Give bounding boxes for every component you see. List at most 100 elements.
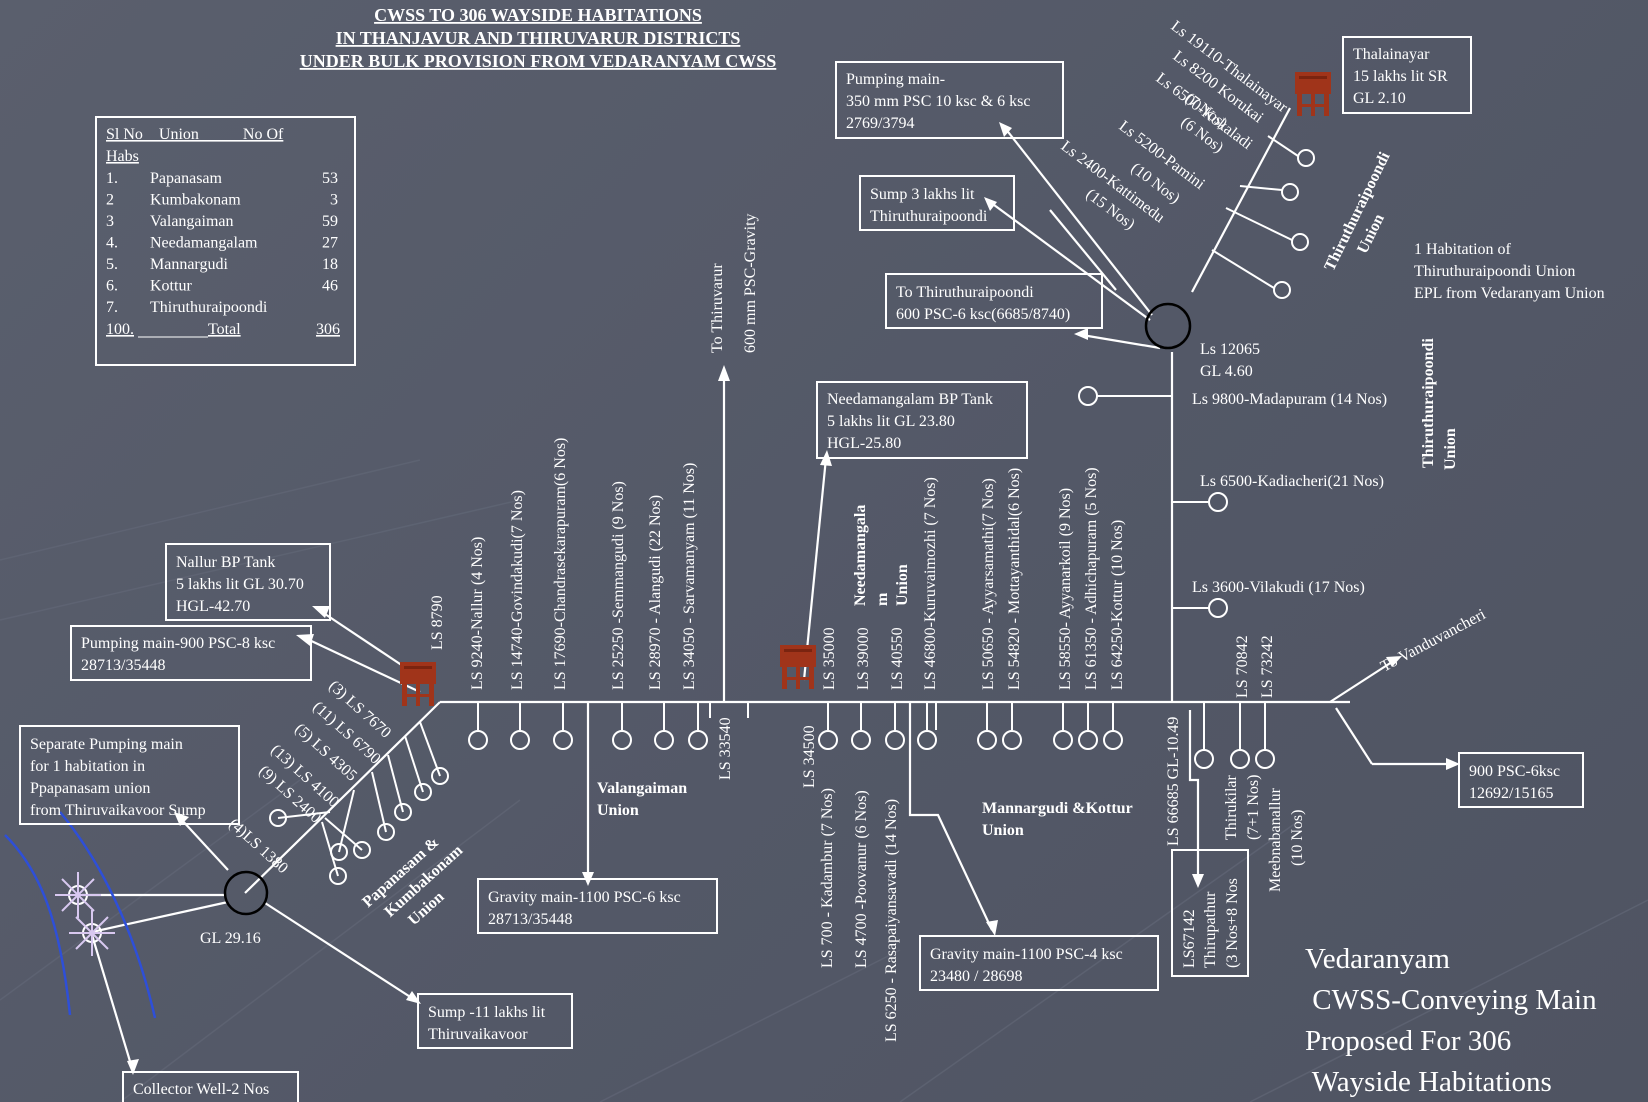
- table-cell-union: Kottur: [150, 278, 192, 295]
- arrow-collector: [127, 1059, 139, 1075]
- table-cell-union: Papanasam: [150, 170, 223, 187]
- ls8790-label: LS 8790: [429, 595, 446, 650]
- table-total-sl: 100.: [106, 321, 134, 338]
- branch-stub: [1172, 492, 1228, 512]
- arrow-thirupathur: [1192, 874, 1204, 888]
- thiru-union-label-2: Thiruthuraipoondi Union: [1420, 338, 1459, 470]
- svg-text:Sump -11 lakhs lit: Sump -11 lakhs lit: [428, 1004, 546, 1021]
- diagonal-stubs: [269, 721, 449, 885]
- gl460-label: GL 4.60: [1200, 363, 1253, 380]
- background-decoration: [0, 459, 1648, 1102]
- box-to-thiruthuraipoondi: To Thiruthuraipoondi 600 PSC-6 ksc(6685/…: [885, 273, 1103, 329]
- main-branch-label: LS 17690-Chandrasekarapuram(6 Nos): [552, 438, 569, 690]
- branch-stub: [885, 702, 905, 750]
- valangaiman-union-label-2: Union: [597, 802, 639, 819]
- svg-text:5 lakhs lit GL 30.70: 5 lakhs lit GL 30.70: [176, 576, 304, 593]
- table-cell-habs: 27: [322, 235, 338, 252]
- branch-stub: [1211, 249, 1291, 299]
- box-gravity-main-6ksc: Gravity main-1100 PSC-6 ksc 28713/35448: [477, 878, 718, 934]
- branch-stub: [1078, 386, 1172, 406]
- arrow-to-thiru: [1074, 328, 1088, 340]
- branch-stub: [1239, 183, 1299, 201]
- table-cell-sl: 4.: [106, 235, 118, 252]
- svg-text:15 lakhs lit SR: 15 lakhs lit SR: [1353, 68, 1448, 85]
- box-collector-well: Collector Well-2 Nos: [122, 1071, 299, 1102]
- ls4700-label: LS 4700 -Poovanur (6 Nos): [853, 790, 870, 968]
- svg-text:Separate Pumping main: Separate Pumping main: [30, 736, 183, 753]
- svg-text:Nallur BP Tank: Nallur BP Tank: [176, 554, 275, 571]
- svg-text:350 mm PSC 10 ksc & 6 ksc: 350 mm PSC 10 ksc & 6 ksc: [846, 93, 1030, 110]
- table-cell-sl: 3: [106, 213, 114, 230]
- box-sump-11-lakhs: Sump -11 lakhs lit Thiruvaikavoor: [417, 993, 573, 1049]
- ls33540-label: LS 33540: [717, 717, 734, 780]
- table-cell-union: Needamangalam: [150, 235, 258, 252]
- svg-text:Thiruthuraipoondi: Thiruthuraipoondi: [1420, 338, 1437, 468]
- branch-stub: [1230, 702, 1250, 769]
- pump350-line: [1004, 127, 1153, 316]
- table-cell-sl: 7.: [106, 299, 118, 316]
- box-needamangalam-bp-tank: Needamangalam BP Tank 5 lakhs lit GL 23.…: [816, 381, 1028, 459]
- arrow-vanduvancheri: [1386, 656, 1402, 667]
- branch-stub: [387, 754, 412, 821]
- ls6250-label: LS 6250 - Rasapaiyansavadi (14 Nos): [883, 799, 900, 1042]
- svg-text:900 PSC-6ksc: 900 PSC-6ksc: [1469, 763, 1560, 780]
- caption: Vedaranyam CWSS-Conveying Main Proposed …: [1305, 943, 1597, 1098]
- table-cell-sl: 1.: [106, 170, 118, 187]
- svg-text:28713/35448: 28713/35448: [488, 911, 572, 928]
- table-cell-habs: 18: [322, 256, 338, 273]
- table-header: Sl No Union No Of: [106, 126, 284, 143]
- svg-text:Sump 3 lakhs lit: Sump 3 lakhs lit: [870, 186, 975, 203]
- box-pumping-main-900: Pumping main-900 PSC-8 ksc 28713/35448: [70, 625, 312, 681]
- svg-text:600 PSC-6 ksc(6685/8740): 600 PSC-6 ksc(6685/8740): [896, 306, 1070, 323]
- thirukilar-count-label: (7+1 Nos): [1245, 775, 1262, 840]
- svg-text:Needamangalam BP Tank: Needamangalam BP Tank: [827, 391, 993, 408]
- box-sump-3-lakhs: Sump 3 lakhs lit Thiruthuraipoondi: [859, 175, 1015, 231]
- mannargudi-union-label: Mannargudi &Kottur: [982, 800, 1133, 817]
- table-header-habs: Habs: [106, 148, 139, 165]
- branch-stub: [553, 702, 573, 750]
- arrow-sump3: [984, 197, 997, 211]
- table-cell-sl: 5.: [106, 256, 118, 273]
- sump3-line: [989, 201, 1151, 321]
- junction-thiruvaikavoor: [223, 870, 269, 916]
- main-branch-label: LS 54820 - Mottayanthidal(6 Nos): [1006, 468, 1023, 690]
- svg-text:5 lakhs lit GL 23.80: 5 lakhs lit GL 23.80: [827, 413, 955, 430]
- svg-text:Thalainayar: Thalainayar: [1353, 46, 1430, 63]
- table-total-label: Total: [208, 321, 241, 338]
- table-cell-sl: 6.: [106, 278, 118, 295]
- box-pumping-main-350: Pumping main- 350 mm PSC 10 ksc & 6 ksc …: [835, 61, 1064, 139]
- main-branch-label: LS 39000: [855, 627, 872, 690]
- branch-stub: [419, 721, 449, 785]
- table-border: [95, 116, 356, 366]
- arrow-separate: [174, 812, 189, 826]
- svg-text:2769/3794: 2769/3794: [846, 115, 914, 132]
- branch-stub: [269, 809, 331, 827]
- branch-stub: [1002, 702, 1022, 750]
- branch-stub: [1103, 702, 1123, 750]
- svg-text:HGL-25.80: HGL-25.80: [827, 435, 901, 452]
- gravity-4ksc-line: [908, 702, 993, 931]
- thiru-stubs: [1211, 135, 1315, 299]
- river-icon: [4, 811, 157, 1019]
- svg-text:Thiruthuraipoondi: Thiruthuraipoondi: [1321, 149, 1393, 274]
- svg-text:from Thiruvaikavoor Sump: from Thiruvaikavoor Sump: [30, 802, 206, 819]
- table-cell-union: Valangaiman: [150, 213, 234, 230]
- diagram-title: CWSS TO 306 WAYSIDE HABITATIONS IN THANJ…: [300, 5, 777, 71]
- one-habitation-label-2: Thiruthuraipoondi Union: [1414, 263, 1575, 280]
- table-cell-union: Mannargudi: [150, 256, 228, 273]
- branch-stub: [1194, 702, 1214, 769]
- title-line-1: CWSS TO 306 WAYSIDE HABITATIONS: [374, 5, 702, 25]
- box-thalainayar-sr: Thalainayar 15 lakhs lit SR GL 2.10: [1342, 36, 1472, 114]
- mannargudi-union-label-2: Union: [982, 822, 1024, 839]
- branch-stub: [371, 771, 395, 841]
- gl-29-16-label: GL 29.16: [200, 930, 261, 947]
- table-cell-union: Kumbakonam: [150, 192, 241, 209]
- ls73242-label: LS 73242: [1259, 635, 1276, 698]
- ls66685-label: LS 66685 GL-10.49: [1165, 717, 1182, 846]
- pipelines: [82, 107, 1450, 1069]
- vanduvancheri-line: [1329, 659, 1396, 703]
